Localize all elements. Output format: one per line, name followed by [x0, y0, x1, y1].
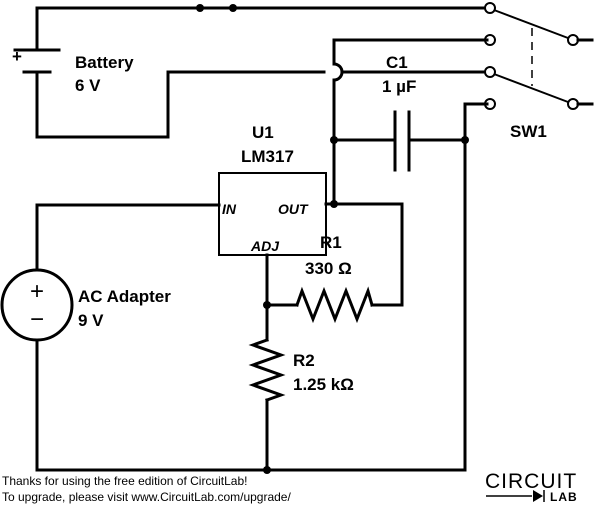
- footer-line-2: To upgrade, please visit www.CircuitLab.…: [2, 490, 291, 504]
- footer-line-1: Thanks for using the free edition of Cir…: [2, 474, 247, 488]
- regulator-label: U1: [252, 123, 274, 142]
- battery-wires: [35, 6, 489, 139]
- adapter-value: 9 V: [78, 311, 104, 330]
- capacitor-symbol: [332, 110, 467, 172]
- ac-adapter-symbol: [0, 203, 74, 472]
- logo-text-bottom: LAB: [550, 490, 578, 504]
- resistor-r2-value: 1.25 kΩ: [293, 375, 354, 394]
- junction-dot: [330, 136, 338, 144]
- junction-dot: [196, 4, 204, 12]
- adapter-plus-sign: +: [30, 278, 44, 305]
- circuitlab-logo: CIRCUIT LAB: [485, 470, 578, 504]
- switch-label: SW1: [510, 122, 547, 141]
- logo-text-top: CIRCUIT: [485, 470, 577, 493]
- resistor-r1-symbol: [265, 286, 404, 324]
- capacitor-label: C1: [386, 53, 408, 72]
- junction-dot: [229, 4, 237, 12]
- junction-dot: [461, 136, 469, 144]
- regulator-part: LM317: [241, 147, 294, 166]
- junction-dot: [263, 301, 271, 309]
- adapter-label: AC Adapter: [78, 287, 171, 306]
- output-rail: [332, 38, 489, 472]
- battery-label: Battery: [75, 53, 134, 72]
- capacitor-value: 1 µF: [382, 77, 416, 96]
- battery-plus-sign: +: [12, 47, 22, 66]
- junction-dot: [263, 466, 271, 474]
- switch-symbol: [484, 2, 594, 110]
- resistor-r1-label: R1: [320, 233, 342, 252]
- regulator-pin-adj: ADJ: [250, 238, 280, 254]
- battery-value: 6 V: [75, 76, 101, 95]
- regulator-pin-out: OUT: [278, 201, 309, 217]
- regulator-wires: [35, 202, 404, 342]
- resistor-r2-symbol: [248, 338, 286, 472]
- resistor-r1-value: 330 Ω: [305, 259, 352, 278]
- regulator-pin-in: IN: [222, 201, 237, 217]
- adapter-minus-sign: −: [30, 306, 44, 333]
- resistor-r2-label: R2: [293, 351, 315, 370]
- regulator-body: [218, 172, 327, 256]
- battery-symbol: [13, 6, 61, 139]
